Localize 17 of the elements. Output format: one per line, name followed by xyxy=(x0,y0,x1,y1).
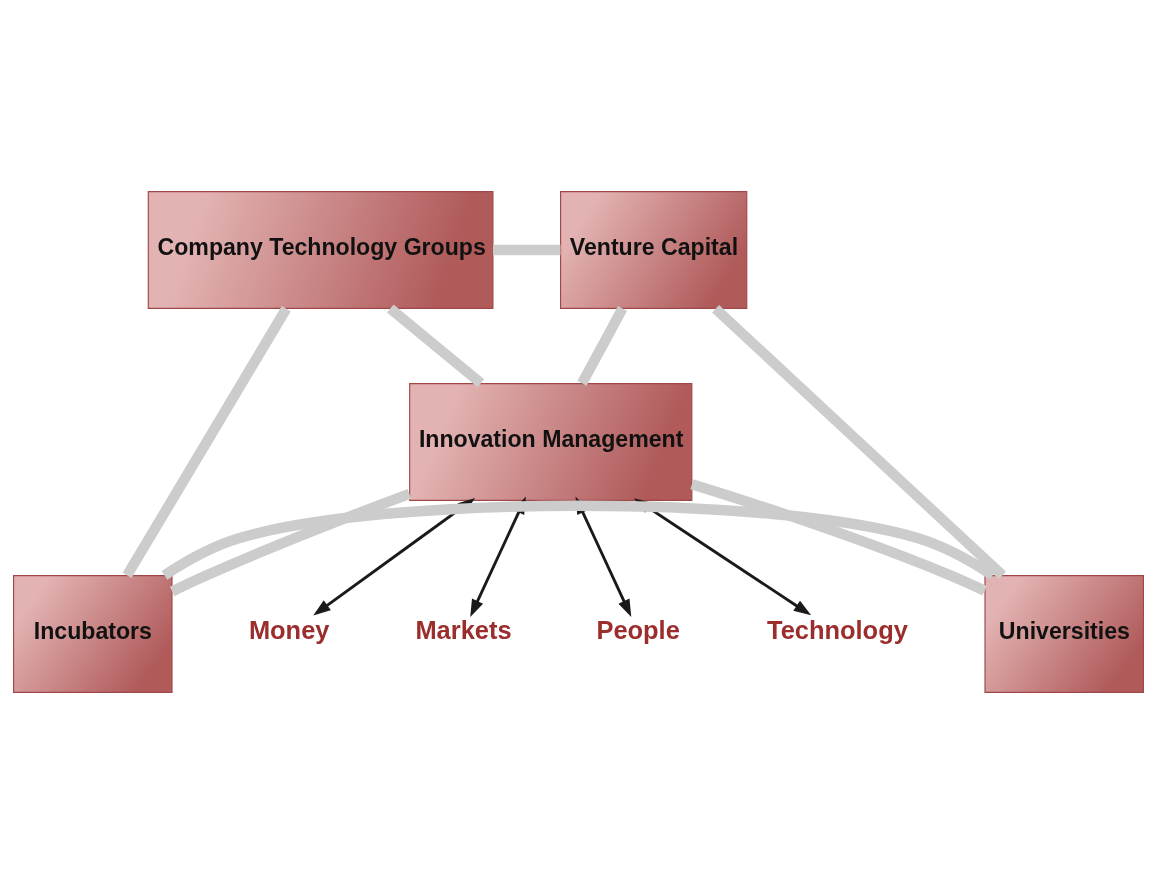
node-box: Universities xyxy=(984,574,1144,693)
node-text: Markets xyxy=(415,615,512,644)
connector xyxy=(577,305,628,386)
connector xyxy=(386,304,485,387)
node-text: Money xyxy=(248,615,330,644)
connector xyxy=(712,304,1006,579)
node-text: Technology xyxy=(767,615,908,644)
node-text: People xyxy=(596,615,680,644)
connector xyxy=(122,305,291,578)
node-box: Venture Capital xyxy=(560,190,748,309)
node-box: Incubators xyxy=(13,574,173,693)
connector xyxy=(161,500,996,580)
node-box: Innovation Management xyxy=(409,382,693,501)
connector xyxy=(493,244,561,255)
connector xyxy=(690,478,987,595)
node-box: Company Technology Groups xyxy=(147,190,494,309)
connector xyxy=(169,488,412,596)
